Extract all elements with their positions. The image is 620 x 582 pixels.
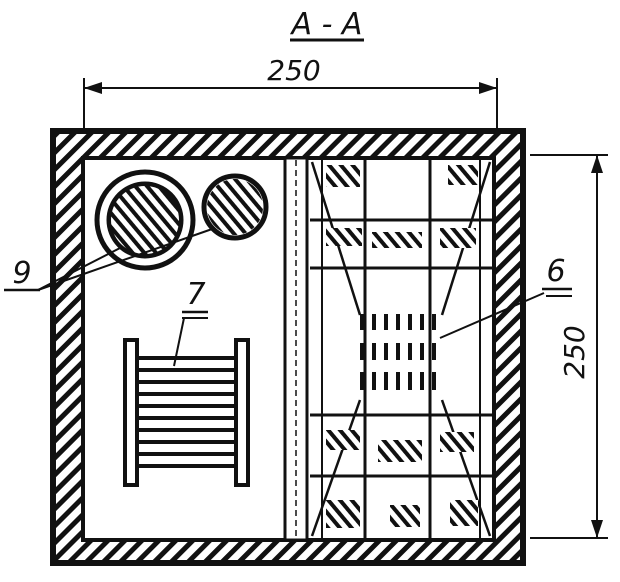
height-dimension: 250: [530, 154, 608, 539]
arrowhead-top: [591, 155, 603, 173]
height-dimension-label: 250: [558, 325, 591, 378]
grate: [123, 338, 250, 487]
callout-7: 7: [173, 277, 208, 367]
pipe-small: [201, 173, 269, 241]
partition: [283, 156, 309, 542]
callout-9: 9: [4, 227, 216, 292]
width-dimension: 250: [83, 54, 498, 128]
callout-6-label: 6: [546, 254, 565, 289]
callout-6: 6: [439, 254, 572, 339]
callout-7-label: 7: [186, 277, 205, 312]
arrowhead-left: [84, 82, 102, 94]
callout-9-label: 9: [12, 256, 31, 291]
arrowhead-right: [479, 82, 497, 94]
section-title-group: A - A: [290, 7, 364, 42]
arrowhead-bottom: [591, 520, 603, 538]
cage-center-rods: [360, 314, 436, 390]
grate-bars: [137, 356, 236, 468]
section-title: A - A: [290, 7, 363, 42]
cage-shading: [326, 165, 478, 528]
width-dimension-label: 250: [267, 54, 320, 87]
pipe-large: [94, 169, 196, 271]
